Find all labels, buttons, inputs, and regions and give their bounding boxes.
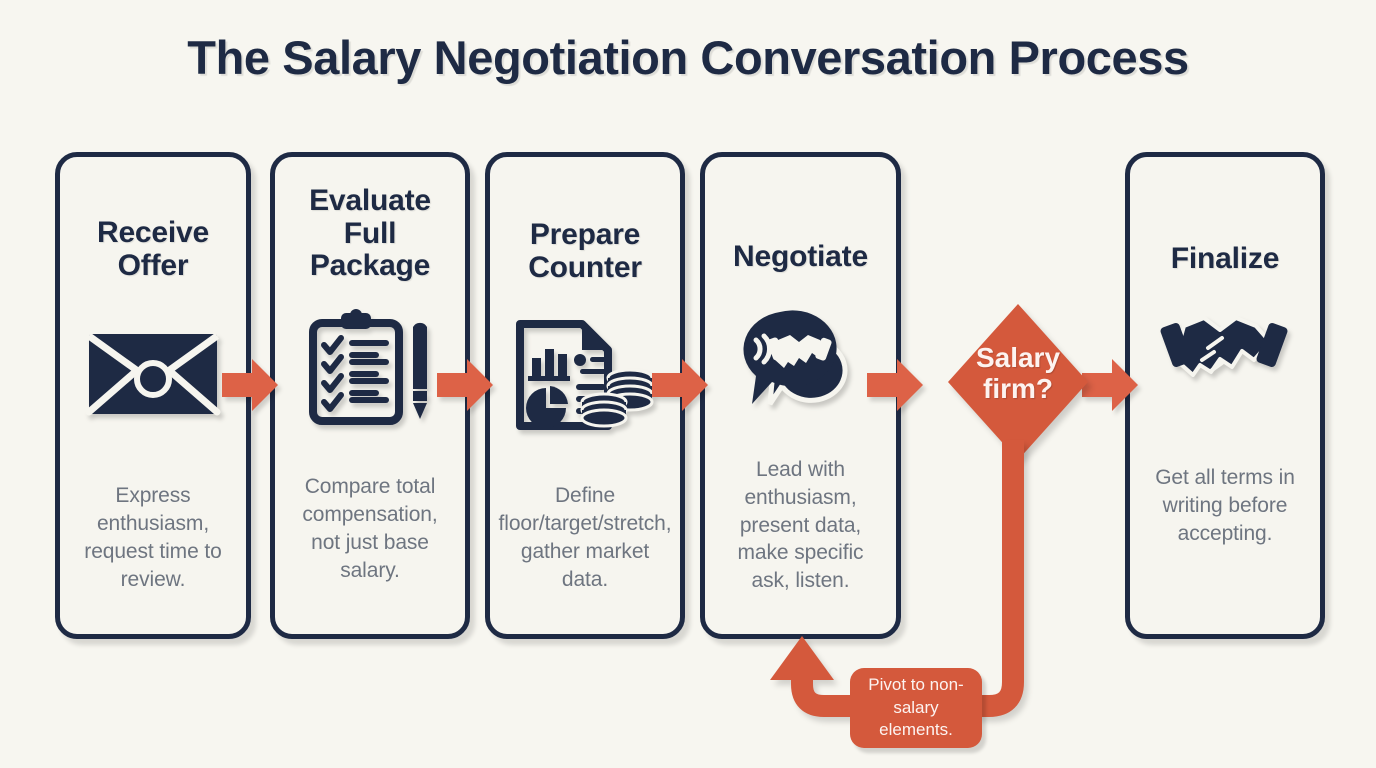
step-card-finalize: Finalize Get all terms in writing before…: [1125, 152, 1325, 639]
step-card-prepare-counter: Prepare Counter: [485, 152, 685, 639]
flow-arrow-right-icon: [222, 355, 278, 420]
step-description: Express enthusiasm, request time to revi…: [84, 484, 222, 592]
step-title: Finalize: [1170, 242, 1280, 275]
step-card-receive-offer: Receive Offer Express enthusiasm, reques…: [55, 152, 251, 639]
step-title: Negotiate: [733, 240, 868, 273]
speech-bubbles-handshake-icon: [705, 306, 896, 416]
page-title: The Salary Negotiation Conversation Proc…: [187, 31, 1189, 84]
flow-arrow-right-icon: [1082, 355, 1138, 420]
step-title: Evaluate Full Package: [309, 184, 431, 283]
clipboard-checklist-pen-icon: [275, 309, 465, 429]
step-description: Get all terms in writing before acceptin…: [1155, 465, 1295, 545]
flow-arrow-right-icon: [867, 355, 923, 420]
report-document-coins-icon: [490, 316, 680, 436]
step-card-evaluate-full-package: Evaluate Full Package: [270, 152, 470, 639]
flow-arrow-right-icon: [652, 355, 708, 420]
feedback-loop-label: Pivot to non-salary elements.: [850, 668, 982, 748]
step-description: Lead with enthusiasm, present data, make…: [737, 457, 864, 593]
step-description: Compare total compensation, not just bas…: [302, 475, 438, 582]
diamond-shape: [948, 304, 1088, 460]
step-title: Prepare Counter: [528, 218, 642, 284]
step-description: Define floor/target/stretch, gather mark…: [498, 484, 672, 592]
step-title: Receive Offer: [96, 216, 210, 282]
flow-arrow-right-icon: [437, 355, 493, 420]
handshake-icon: [1130, 308, 1320, 398]
envelope-icon: [60, 322, 246, 422]
